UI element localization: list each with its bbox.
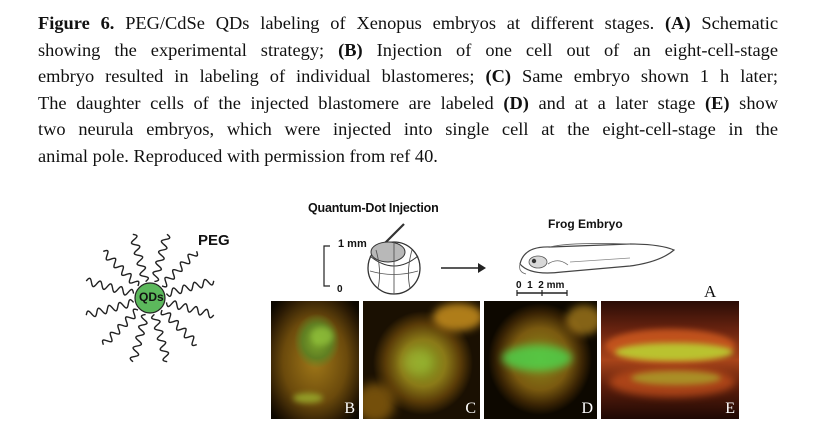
panel-letter-d: D: [581, 400, 593, 417]
figure-caption: Figure 6. PEG/CdSe QDs labeling of Xenop…: [38, 10, 778, 169]
panel-e: E: [601, 301, 739, 419]
peg-chain: [101, 308, 139, 345]
peg-quantum-dot-illustration: [85, 233, 215, 363]
caption-line-3: embryo resulted in labeling of individua…: [38, 66, 778, 86]
injection-schematic: [323, 223, 486, 295]
peg-chain: [165, 300, 215, 319]
peg-chain: [103, 249, 140, 287]
peg-chain: [165, 278, 215, 298]
panel-letter-e: E: [725, 400, 735, 417]
panel-letter-a: A: [704, 282, 717, 301]
caption-figure-label: Figure 6.: [38, 13, 115, 33]
frog-scale-label: 0 1 2 mm: [516, 280, 565, 291]
caption-line-4: The daughter cells of the injected blast…: [38, 92, 778, 113]
panel-d: D: [484, 301, 597, 419]
panel-c: C: [363, 301, 480, 419]
peg-chain: [150, 313, 170, 363]
injection-scale-top: 1 mm: [338, 238, 367, 250]
frog-embryo-drawing: [519, 242, 676, 275]
quantum-dot-core: [134, 282, 166, 314]
caption-line-5: two neurula embryos, which were injected…: [38, 119, 778, 139]
peg-chain: [161, 251, 199, 288]
panel-letter-b: B: [344, 400, 355, 417]
caption-line-6: animal pole. Reproduced with permission …: [38, 145, 438, 166]
peg-chain: [130, 233, 150, 283]
frog-scale-bar: [516, 290, 568, 296]
arrow-right-icon: [441, 263, 486, 273]
caption-line-2: showing the experimental strategy; (B) I…: [38, 39, 778, 60]
peg-chain: [129, 313, 148, 363]
peg-chain: [160, 309, 197, 347]
eight-cell-embryo-drawing: [367, 241, 421, 295]
injection-title: Quantum-Dot Injection: [308, 201, 439, 215]
peg-chain: [85, 277, 135, 296]
injection-scale-bottom: 0: [337, 284, 343, 295]
caption-line-1: Figure 6. PEG/CdSe QDs labeling of Xenop…: [38, 13, 778, 33]
qd-core-label: QDs: [139, 290, 164, 304]
peg-label: PEG: [198, 232, 230, 249]
frog-embryo-title: Frog Embryo: [548, 217, 623, 231]
peg-chain: [85, 298, 135, 318]
panel-letter-c: C: [465, 400, 476, 417]
peg-chain: [152, 233, 171, 283]
panel-b: B: [271, 301, 359, 419]
